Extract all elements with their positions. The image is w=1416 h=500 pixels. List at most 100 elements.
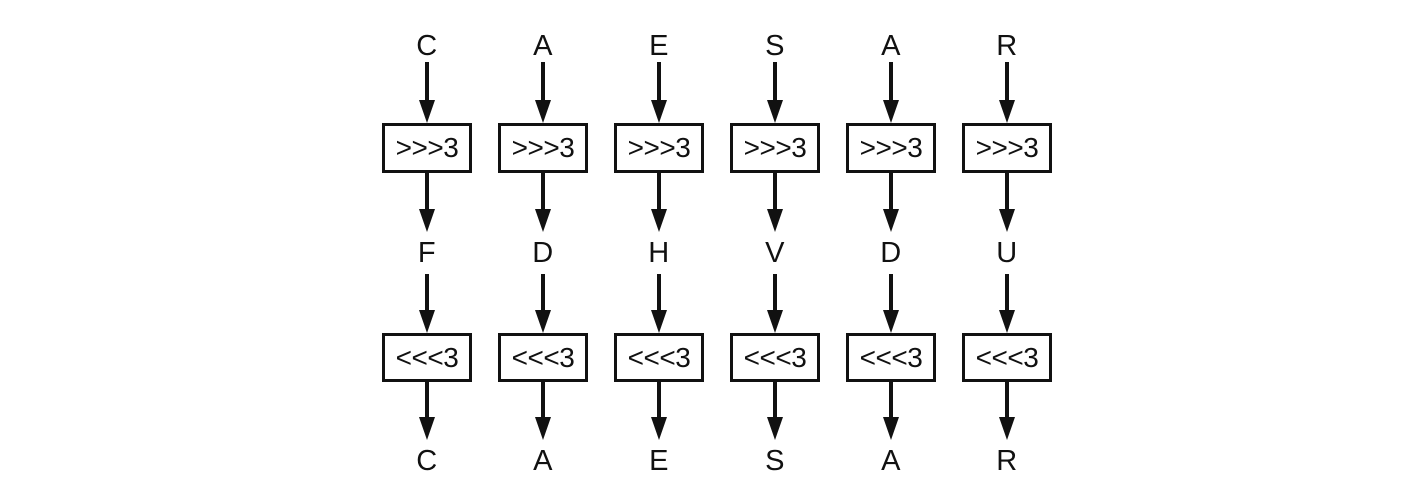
arrow-head [535, 209, 551, 232]
arrow-stem [773, 274, 777, 311]
arrow-down-icon [882, 62, 900, 123]
arrow-stem [1005, 382, 1009, 418]
shift-left-box: <<<3 [730, 333, 820, 382]
shift-right-label: >>>3 [859, 132, 923, 163]
arrow-head [883, 417, 899, 440]
arrow-stem [657, 382, 661, 418]
intermediate-letter: V [765, 237, 785, 269]
shift-right-label: >>>3 [395, 132, 459, 163]
arrow-stem [1005, 62, 1009, 101]
arrow-head [883, 100, 899, 123]
input-letter: A [881, 30, 901, 62]
arrow-head [767, 417, 783, 440]
output-letter: R [996, 445, 1018, 477]
input-letter: C [416, 30, 438, 62]
intermediate-letter: U [996, 237, 1018, 269]
arrow-stem [889, 62, 893, 101]
shift-right-box: >>>3 [382, 123, 472, 173]
arrow-head [767, 100, 783, 123]
arrow-head [999, 100, 1015, 123]
shift-right-box: >>>3 [730, 123, 820, 173]
arrow-down-icon [418, 173, 436, 232]
shift-left-box: <<<3 [846, 333, 936, 382]
arrow-down-icon [418, 62, 436, 123]
arrow-stem [889, 382, 893, 418]
arrow-stem [773, 173, 777, 210]
shift-right-label: >>>3 [511, 132, 575, 163]
output-letter: C [416, 445, 438, 477]
arrow-down-icon [650, 274, 668, 333]
shift-left-box: <<<3 [498, 333, 588, 382]
shift-right-label: >>>3 [627, 132, 691, 163]
input-letter: R [996, 30, 1018, 62]
intermediate-letter: D [532, 237, 554, 269]
input-letter: A [533, 30, 553, 62]
arrow-head [419, 209, 435, 232]
shift-right-label: >>>3 [743, 132, 807, 163]
arrow-head [535, 310, 551, 333]
arrow-stem [773, 62, 777, 101]
intermediate-letter: D [880, 237, 902, 269]
arrow-stem [425, 173, 429, 210]
output-letter: S [765, 445, 785, 477]
arrow-stem [541, 274, 545, 311]
arrow-stem [657, 62, 661, 101]
shift-left-box: <<<3 [614, 333, 704, 382]
arrow-head [999, 310, 1015, 333]
arrow-stem [425, 382, 429, 418]
arrow-down-icon [766, 173, 784, 232]
arrow-head [419, 417, 435, 440]
shift-right-box: >>>3 [498, 123, 588, 173]
arrow-stem [541, 382, 545, 418]
arrow-stem [541, 62, 545, 101]
shift-right-box: >>>3 [962, 123, 1052, 173]
arrow-head [767, 310, 783, 333]
arrow-stem [889, 274, 893, 311]
cipher-column-2: A >>>3 D <<<3 A [485, 0, 601, 500]
shift-left-box: <<<3 [962, 333, 1052, 382]
output-letter: A [533, 445, 553, 477]
input-letter: S [765, 30, 785, 62]
shift-right-box: >>>3 [846, 123, 936, 173]
shift-cipher-diagram: C >>>3 F <<<3 C A >>>3 D <<<3 A E >>>3 [369, 0, 1065, 500]
arrow-head [767, 209, 783, 232]
arrow-down-icon [650, 62, 668, 123]
shift-right-box: >>>3 [614, 123, 704, 173]
arrow-head [651, 209, 667, 232]
arrow-down-icon [882, 173, 900, 232]
arrow-head [999, 417, 1015, 440]
arrow-down-icon [534, 62, 552, 123]
shift-right-label: >>>3 [975, 132, 1039, 163]
shift-left-label: <<<3 [511, 341, 575, 373]
arrow-stem [657, 274, 661, 311]
arrow-head [535, 417, 551, 440]
arrow-down-icon [418, 274, 436, 333]
cipher-column-1: C >>>3 F <<<3 C [369, 0, 485, 500]
arrow-head [651, 100, 667, 123]
shift-left-label: <<<3 [975, 341, 1039, 373]
arrow-down-icon [998, 382, 1016, 440]
arrow-down-icon [766, 62, 784, 123]
arrow-down-icon [766, 382, 784, 440]
shift-left-label: <<<3 [395, 341, 459, 373]
intermediate-letter: F [417, 237, 437, 269]
arrow-head [883, 209, 899, 232]
arrow-stem [1005, 173, 1009, 210]
shift-left-label: <<<3 [743, 341, 807, 373]
arrow-down-icon [882, 382, 900, 440]
arrow-down-icon [650, 173, 668, 232]
arrow-head [419, 100, 435, 123]
arrow-head [651, 417, 667, 440]
arrow-head [999, 209, 1015, 232]
arrow-down-icon [534, 274, 552, 333]
cipher-column-3: E >>>3 H <<<3 E [601, 0, 717, 500]
cipher-column-4: S >>>3 V <<<3 S [717, 0, 833, 500]
arrow-down-icon [998, 62, 1016, 123]
arrow-head [651, 310, 667, 333]
shift-left-box: <<<3 [382, 333, 472, 382]
cipher-column-5: A >>>3 D <<<3 A [833, 0, 949, 500]
arrow-stem [889, 173, 893, 210]
arrow-down-icon [998, 173, 1016, 232]
arrow-down-icon [650, 382, 668, 440]
